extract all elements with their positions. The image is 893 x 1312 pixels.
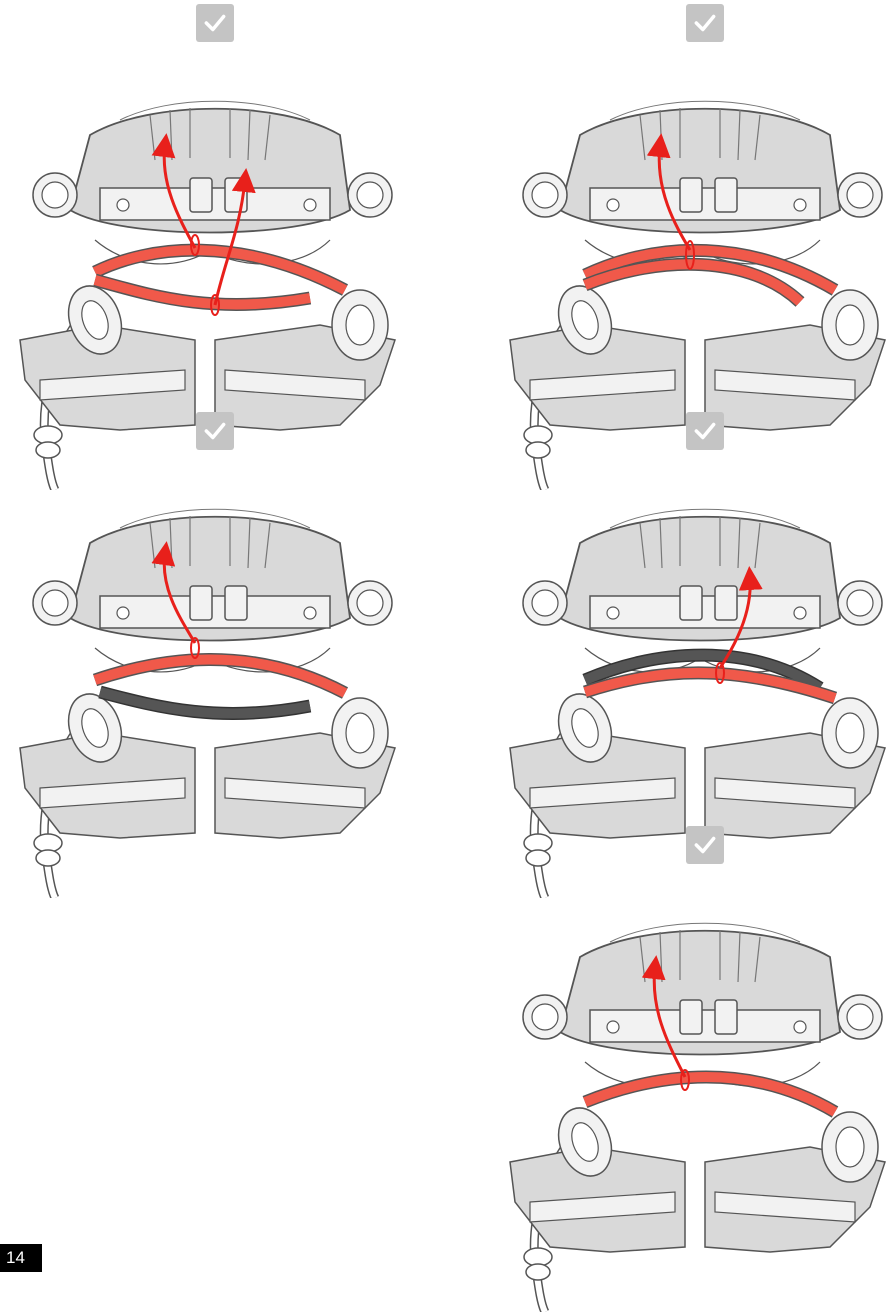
checkmark-icon [202,418,228,444]
harness-illustration-step-5 [490,862,890,1312]
check-badge-step-4 [686,412,724,450]
check-badge-step-1 [196,4,234,42]
harness-illustration-step-3 [0,448,400,898]
check-badge-step-5 [686,826,724,864]
checkmark-icon [202,10,228,36]
checkmark-icon [692,10,718,36]
checkmark-icon [692,832,718,858]
page-number: 14 [0,1244,42,1272]
check-badge-step-2 [686,4,724,42]
check-badge-step-3 [196,412,234,450]
checkmark-icon [692,418,718,444]
